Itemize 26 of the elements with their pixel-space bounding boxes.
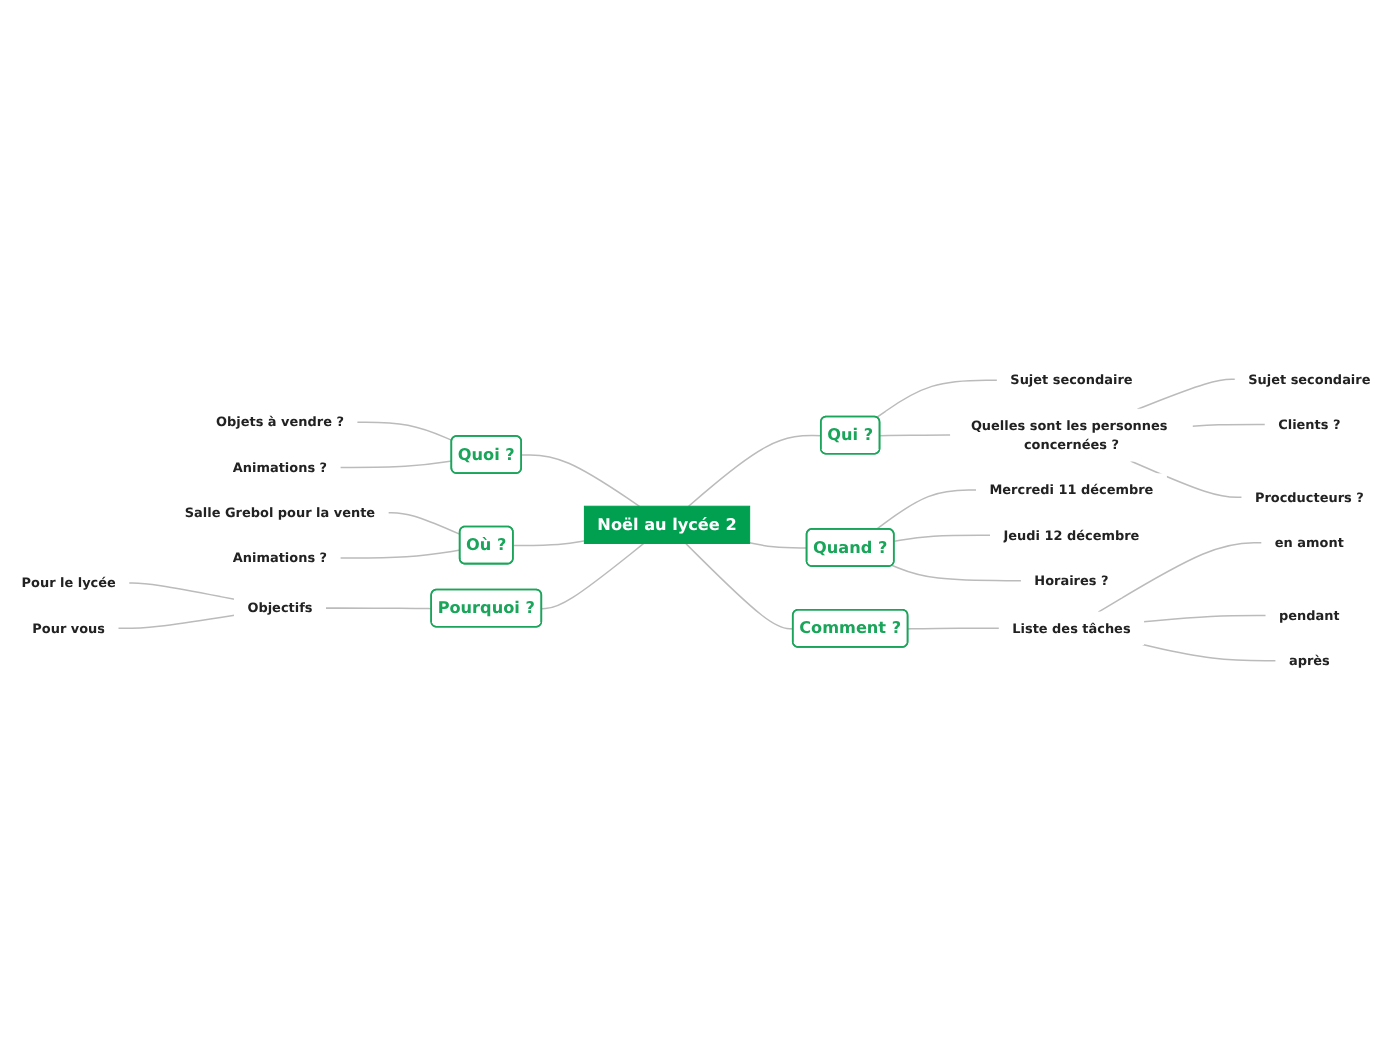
connector: [1141, 643, 1277, 662]
connector: [1191, 423, 1267, 427]
connector: [387, 511, 461, 536]
connector: [748, 542, 808, 549]
connector: [541, 542, 645, 610]
connector: [324, 607, 433, 610]
connector: [520, 454, 641, 507]
connector: [876, 379, 999, 419]
connector: [117, 614, 236, 630]
node-box: Noël au lycée 2: [583, 505, 751, 544]
connector: [893, 534, 992, 543]
connector: [1129, 460, 1243, 499]
connector: [1136, 378, 1237, 410]
connector: [512, 540, 586, 547]
connector: [687, 434, 823, 507]
connector: [339, 460, 453, 469]
connector: [339, 549, 461, 559]
connector: [685, 542, 795, 630]
connector: [891, 564, 1023, 582]
connector: [875, 489, 978, 531]
connector: [128, 582, 236, 601]
connector: [1142, 614, 1267, 623]
connector: [907, 627, 1001, 630]
connector: [1097, 541, 1263, 613]
connector: [879, 434, 952, 437]
connector: [356, 421, 453, 442]
